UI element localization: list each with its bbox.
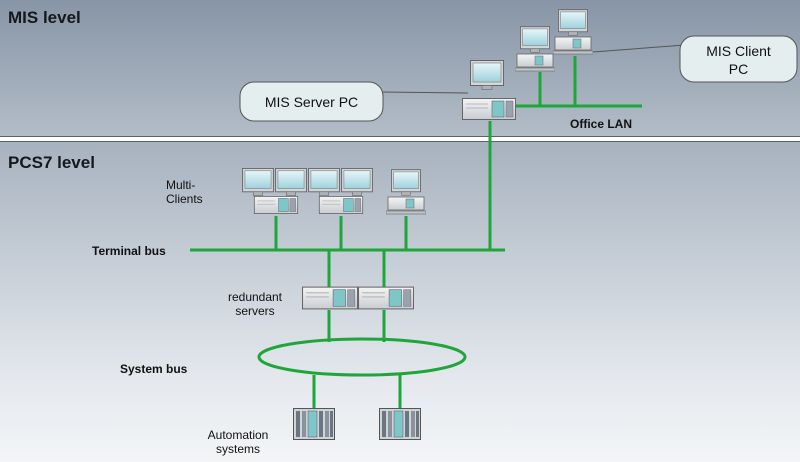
mis-client-pc-label-line1: MIS Client	[706, 43, 771, 59]
mis-server-pc-callout	[239, 81, 469, 122]
terminal-bus	[190, 216, 505, 288]
mis-server-pc	[462, 60, 516, 121]
mis-client-pc-1	[515, 27, 555, 71]
mis-client-pc-callout	[592, 35, 798, 83]
office-lan-network	[488, 56, 642, 250]
mis-client-pc-2	[553, 10, 593, 54]
multi-clients-label-line1: Multi-	[166, 178, 196, 192]
mis-level-band	[0, 0, 800, 137]
system-bus	[257, 310, 467, 410]
multi-client-2	[308, 168, 373, 214]
mis-level-title: MIS level	[8, 8, 81, 27]
mis-server-pc-label: MIS Server PC	[264, 94, 359, 110]
multi-client-1	[242, 168, 307, 214]
pcs7-level-title: PCS7 level	[8, 153, 95, 172]
automation-systems-label-line1: Automation	[207, 428, 269, 442]
automation-system-1	[292, 408, 336, 440]
level-separator	[0, 136, 800, 142]
system-bus-label: System bus	[120, 362, 188, 376]
redundant-server-1	[302, 286, 358, 310]
automation-systems-label-line2: systems	[215, 442, 260, 456]
redundant-server-2	[358, 286, 414, 310]
mis-client-pc-label-line2: PC	[728, 61, 749, 77]
multi-clients-label-line2: Clients	[166, 192, 203, 206]
automation-system-2	[378, 408, 422, 440]
multi-client-3	[386, 170, 426, 214]
redundant-servers-label-line2: servers	[235, 304, 275, 318]
terminal-bus-label: Terminal bus	[92, 244, 166, 258]
redundant-servers-label-line1: redundant	[227, 290, 283, 304]
office-lan-label: Office LAN	[570, 117, 633, 131]
